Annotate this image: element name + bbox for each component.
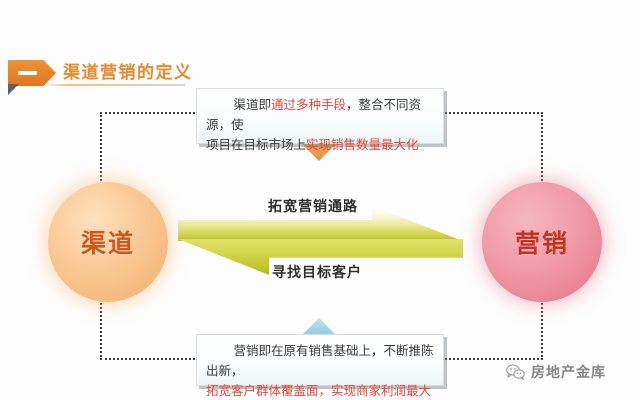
badge-number-label: [18, 71, 37, 75]
node-channel[interactable]: 渠道: [48, 182, 168, 302]
definition-marketing-line2: 拓宽客户群体覆盖面，实现商家利润最大化: [206, 383, 432, 398]
definition-channel-line1-c: ，整合不同资源，使: [206, 97, 422, 132]
definition-marketing-line1: 营销即在原有销售基础上，不断推陈出新，: [206, 343, 434, 378]
definition-channel-line1: 渠道即通过多种手段，整合不同资源，使: [206, 95, 434, 135]
definition-channel-line1-a: 渠道即: [233, 97, 272, 112]
folded-corner-icon: [8, 84, 19, 95]
node-channel-label: 渠道: [80, 229, 135, 258]
node-marketing-label: 营销: [514, 229, 569, 258]
wechat-icon: [506, 364, 525, 380]
watermark-text: 房地产金库: [531, 365, 606, 381]
watermark: 房地产金库: [506, 362, 606, 382]
arrow-label-top: 拓宽营销通路: [268, 199, 358, 215]
definition-box-channel: 渠道即通过多种手段，整合不同资源，使 项目在目标市场上实现销售数量最大化: [196, 88, 444, 152]
definition-box-marketing: 营销即在原有销售基础上，不断推陈出新， 拓宽客户群体覆盖面，实现商家利润最大化: [196, 334, 444, 398]
arrow-label-bottom: 寻找目标客户: [272, 265, 362, 281]
section-badge: [8, 60, 56, 95]
double-headed-arrow: [178, 206, 463, 276]
definition-channel-line1-highlight: 通过多种手段: [271, 97, 347, 112]
title-underline: [40, 84, 185, 86]
node-marketing[interactable]: 营销: [482, 182, 602, 302]
definition-channel-line2-highlight: 实现销售数量最大化: [306, 137, 419, 152]
definition-channel-line2: 项目在目标市场上实现销售数量最大化: [206, 135, 434, 155]
page-title: 渠道营销的定义: [63, 63, 193, 83]
definition-channel-line2-a: 项目在目标市场上: [206, 137, 307, 152]
